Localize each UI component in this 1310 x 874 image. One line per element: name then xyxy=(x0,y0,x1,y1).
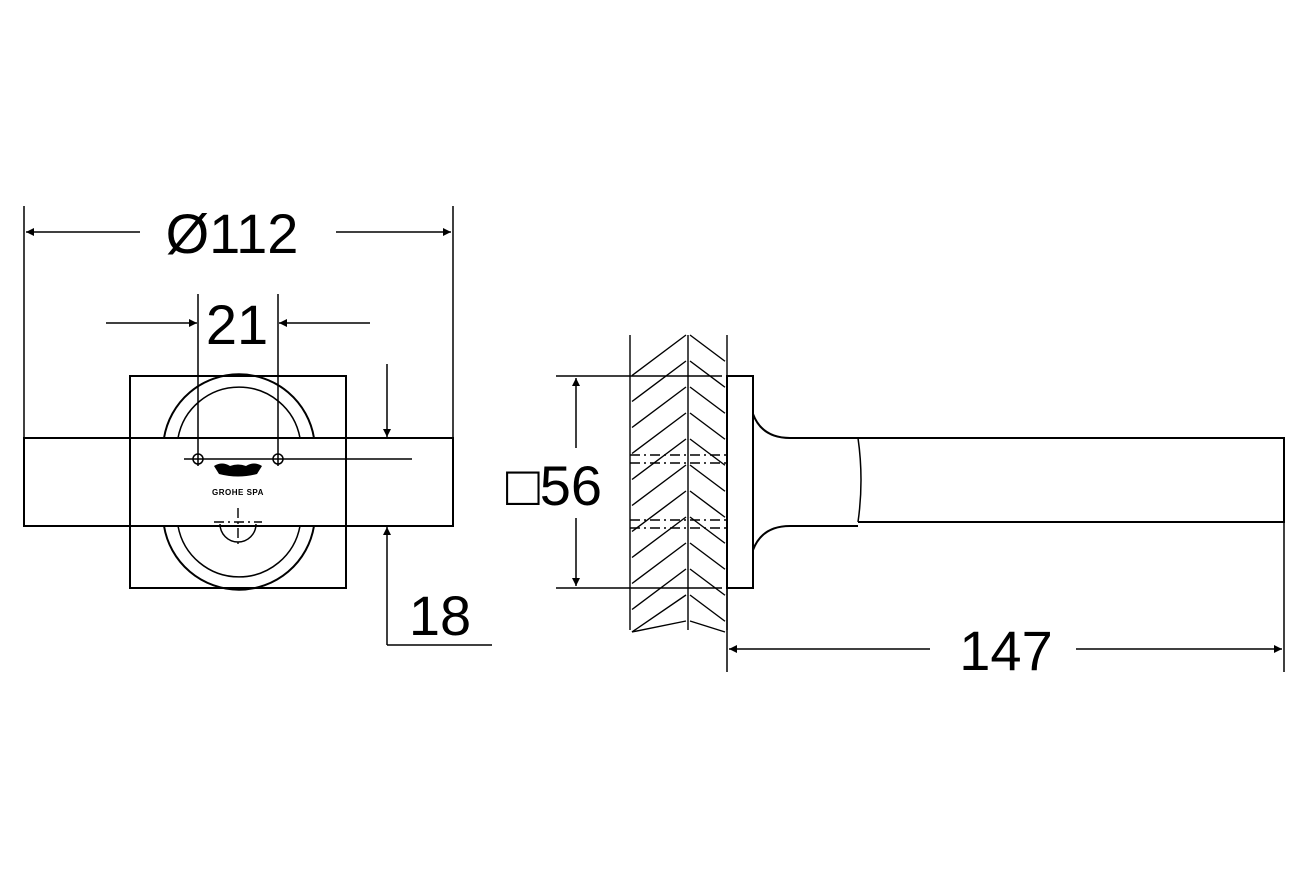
side-neck xyxy=(752,413,858,551)
side-bar xyxy=(858,437,1285,523)
hatch-line xyxy=(689,464,726,492)
hatch-line xyxy=(631,438,687,481)
rosette-ring-inner xyxy=(177,386,301,578)
wall-hatching xyxy=(629,334,728,633)
diameter-label: Ø112 xyxy=(166,202,299,265)
projection-dimension: 18 xyxy=(383,364,492,647)
hatch-line xyxy=(631,620,687,633)
wall-plugs xyxy=(630,454,727,529)
hole-spacing-label: 21 xyxy=(206,293,268,356)
hatch-line xyxy=(631,464,687,507)
side-rosette xyxy=(726,375,754,589)
diameter-dimension: Ø112 xyxy=(23,202,454,438)
hatch-line xyxy=(631,490,687,533)
rosette-square-dimension: □56 xyxy=(506,375,722,589)
hatch-line xyxy=(689,516,726,544)
length-label: 147 xyxy=(959,619,1052,682)
side-view: □56 147 xyxy=(506,334,1285,682)
length-dimension: 147 xyxy=(726,522,1285,682)
hatch-line xyxy=(689,542,726,570)
hole-spacing-dimension: 21 xyxy=(106,293,370,466)
hatch-line xyxy=(689,568,726,596)
rosette-ring-outer xyxy=(163,373,315,591)
hatch-line xyxy=(631,412,687,455)
lower-screw xyxy=(214,508,262,546)
logo-text: GROHE SPA xyxy=(212,488,264,497)
hatch-line xyxy=(689,360,726,388)
logo-emblem xyxy=(214,463,262,477)
hatch-line xyxy=(631,542,687,585)
front-view: GROHE SPA Ø112 21 18 xyxy=(23,202,492,647)
hatch-line xyxy=(689,412,726,440)
rosette-square xyxy=(129,375,347,589)
hatch-line xyxy=(631,386,687,429)
hatch-line xyxy=(631,594,687,633)
hatch-line xyxy=(689,334,726,362)
hatch-line xyxy=(631,568,687,611)
hatch-line xyxy=(631,516,687,559)
hatch-line xyxy=(689,594,726,622)
holder-bar xyxy=(23,437,454,527)
hatch-line xyxy=(689,490,726,518)
projection-label: 18 xyxy=(409,584,471,647)
side-bar-joint xyxy=(857,437,862,523)
hatch-line xyxy=(631,360,687,403)
hatch-line xyxy=(631,334,687,377)
hatch-line xyxy=(689,386,726,414)
hatch-line xyxy=(689,620,726,633)
hatch-line xyxy=(689,438,726,466)
rosette-square-label: □56 xyxy=(506,454,602,517)
